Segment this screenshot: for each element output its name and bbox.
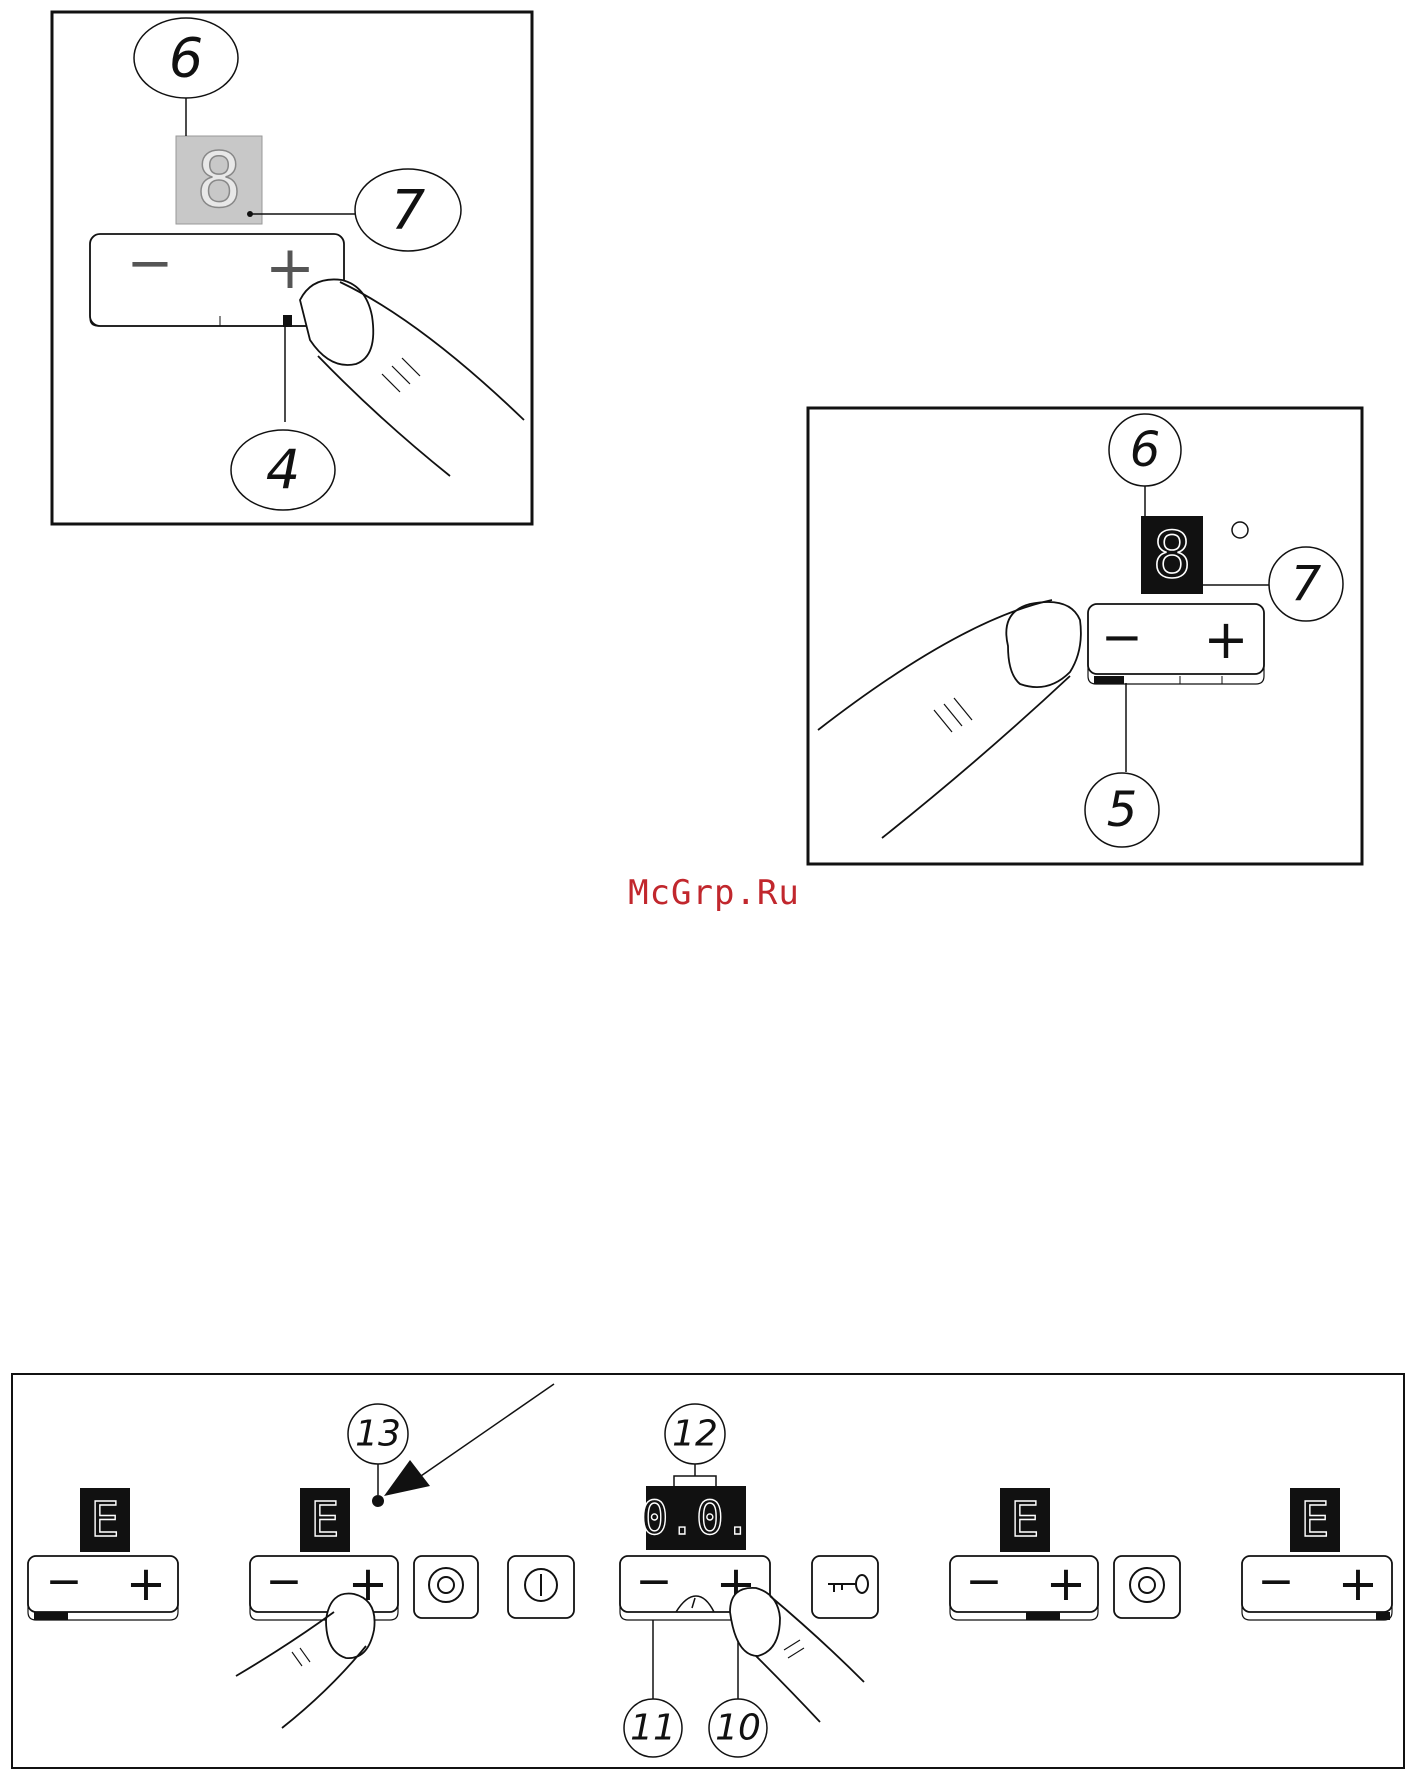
figure-a-callout-4: 4	[266, 439, 300, 502]
figure-a-callout-6: 6	[169, 27, 203, 90]
zone-ring-button-2[interactable]	[1114, 1556, 1180, 1618]
zone-4-indicator-led	[1376, 1612, 1390, 1620]
zone-1-minus-key[interactable]: −	[46, 1556, 83, 1607]
callout-12: 12	[672, 1414, 718, 1455]
zone-3-minus-key[interactable]: −	[966, 1556, 1003, 1607]
figure-b-callout-6: 6	[1130, 422, 1161, 478]
power-button[interactable]	[508, 1556, 574, 1618]
figure-a-minus-key[interactable]: −	[127, 231, 174, 296]
callout-11: 11	[630, 1708, 676, 1749]
timer-display-value: 0.0.	[641, 1491, 752, 1545]
zone-1-indicator-led	[34, 1612, 68, 1620]
figure-b-plus-key[interactable]: +	[1203, 608, 1248, 671]
figure-a: 8 − + 6 7 4	[52, 12, 532, 524]
figure-b-frame	[808, 408, 1362, 864]
zone-4-minus-key[interactable]: −	[1258, 1556, 1295, 1607]
figure-b-callout-5: 5	[1107, 782, 1138, 838]
figure-b-indicator-led	[1094, 676, 1124, 684]
figure-b: 8 − + 6 7 5	[808, 408, 1362, 864]
zone-1-plus-key[interactable]: +	[126, 1556, 166, 1612]
figure-b-display-digit: 8	[1153, 519, 1192, 593]
figure-a-display-digit: 8	[196, 136, 242, 225]
zone-1-display-symbol: E	[91, 1492, 120, 1548]
figure-b-status-dot	[1232, 522, 1248, 538]
callout-10: 10	[715, 1708, 761, 1749]
zone-2-dot	[372, 1495, 384, 1507]
zone-3-display-symbol: E	[1011, 1492, 1040, 1548]
zone-4-plus-key[interactable]: +	[1338, 1556, 1378, 1612]
figure-a-indicator-led	[283, 315, 292, 327]
zone-2-display-symbol: E	[311, 1492, 340, 1548]
callout-13: 13	[355, 1414, 401, 1455]
figure-c: E − + E − +	[12, 1374, 1404, 1768]
zone-3-indicator-led	[1026, 1612, 1060, 1620]
figure-a-callout-7: 7	[391, 179, 425, 242]
key-lock-button[interactable]	[812, 1556, 878, 1618]
zone-ring-button-1[interactable]	[414, 1556, 478, 1618]
zone-3-plus-key[interactable]: +	[1046, 1556, 1086, 1612]
figure-b-callout-7: 7	[1291, 556, 1322, 612]
watermark-text: McGrp.Ru	[628, 873, 800, 913]
zone-4-display-symbol: E	[1301, 1492, 1330, 1548]
zone-2-minus-key[interactable]: −	[266, 1556, 303, 1607]
timer-minus-key[interactable]: −	[636, 1556, 673, 1607]
figure-b-minus-key[interactable]: −	[1101, 608, 1143, 666]
